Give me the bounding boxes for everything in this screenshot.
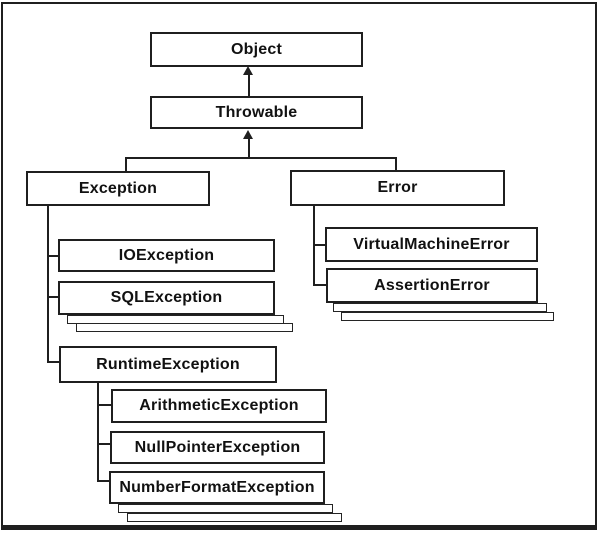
error-children-stack-2 [341, 312, 554, 321]
arrowhead-throwable-to-object-icon [243, 66, 253, 75]
edge-bus-to-throwable [248, 138, 250, 158]
node-exception: Exception [26, 171, 210, 206]
edge-exception-to-sqlexception [47, 296, 58, 298]
arrowhead-bus-to-throwable-icon [243, 130, 253, 139]
exception-children-stack-2 [76, 323, 293, 332]
node-object: Object [150, 32, 363, 67]
node-ioexception: IOException [58, 239, 275, 272]
node-runtimeexception: RuntimeException [59, 346, 277, 383]
node-sqlexception: SQLException [58, 281, 275, 315]
error-children-stack-1 [333, 303, 547, 312]
edge-bus-horizontal [125, 157, 397, 159]
edge-runtime-to-numberformat [97, 480, 109, 482]
edge-runtime-spine [97, 383, 99, 482]
node-arithmeticexception: ArithmeticException [111, 389, 327, 423]
node-assertionerror: AssertionError [326, 268, 538, 303]
edge-runtime-to-arithmetic [97, 404, 111, 406]
node-numberformatexception: NumberFormatException [109, 471, 325, 504]
node-error: Error [290, 170, 505, 206]
edge-exception-spine [47, 206, 49, 363]
edge-error-to-assertionerror [313, 284, 326, 286]
edge-bus-to-exception [125, 157, 127, 172]
edge-bus-to-error [395, 157, 397, 171]
edge-runtime-to-nullpointer [97, 443, 110, 445]
node-throwable: Throwable [150, 96, 363, 129]
edge-error-to-virtualmachineerror [313, 244, 325, 246]
edge-exception-to-ioexception [47, 255, 58, 257]
runtime-children-stack-1 [118, 504, 333, 513]
node-virtualmachineerror: VirtualMachineError [325, 227, 538, 262]
edge-exception-to-runtimeexception [47, 361, 59, 363]
edge-throwable-to-object [248, 74, 250, 96]
runtime-children-stack-2 [127, 513, 342, 522]
edge-error-spine [313, 206, 315, 286]
node-nullpointerexception: NullPointerException [110, 431, 325, 464]
